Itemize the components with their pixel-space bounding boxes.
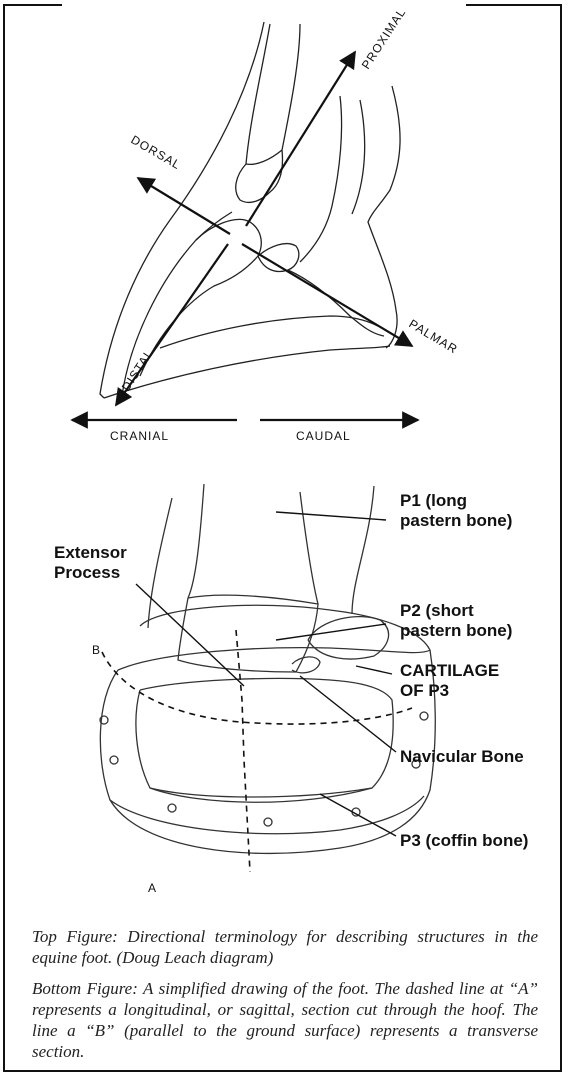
- tendon-back-2: [352, 100, 365, 214]
- hoof-top-rim: [118, 648, 430, 670]
- label-cartilage-line2: OF P3: [400, 681, 449, 700]
- section-lines: [102, 630, 412, 872]
- label-caudal: CAUDAL: [296, 429, 351, 443]
- pastern-joint: [236, 150, 283, 202]
- hoof-wall-outline: [100, 650, 435, 853]
- label-distal: DISTAL: [119, 346, 156, 393]
- proximal-arrow: [246, 52, 355, 226]
- cartilage-p3: [308, 617, 389, 659]
- label-p2-line2: pastern bone): [400, 621, 512, 640]
- label-dorsal: DORSAL: [129, 132, 184, 172]
- p3-bone: [136, 678, 393, 797]
- section-a-line: [236, 630, 250, 872]
- hoof-outline-front: [100, 22, 264, 398]
- label-section-b: B: [92, 643, 101, 657]
- p1-bone: [188, 484, 318, 604]
- coffin-bone: [140, 219, 261, 376]
- dorsal-arrow: [138, 178, 230, 234]
- palmar-arrow: [242, 244, 412, 346]
- label-p2-line1: P2 (short: [400, 601, 474, 620]
- p1-outer-skin: [148, 486, 374, 628]
- direction-axes: [72, 52, 418, 420]
- leg-outline-back: [368, 86, 400, 348]
- label-navicular: Navicular Bone: [400, 747, 524, 766]
- label-section-a: A: [148, 881, 157, 895]
- label-p3: P3 (coffin bone): [400, 831, 528, 850]
- tendon-back: [300, 96, 342, 262]
- p3-lower-rim: [150, 788, 372, 802]
- leader-lines: [136, 512, 396, 836]
- coffin-bone-sole: [160, 316, 378, 348]
- label-p1-line1: P1 (long: [400, 491, 467, 510]
- label-cranial: CRANIAL: [110, 429, 169, 443]
- label-palmar: PALMAR: [406, 317, 460, 357]
- top-figure: [100, 22, 400, 398]
- label-extensor-line1: Extensor: [54, 543, 127, 562]
- bottom-figure: [100, 484, 435, 853]
- caption-bottom: Bottom Figure: A simplified drawing of t…: [32, 978, 538, 1062]
- label-p1-line2: pastern bone): [400, 511, 512, 530]
- label-extensor-line2: Process: [54, 563, 120, 582]
- caption-top: Top Figure: Directional terminology for …: [32, 926, 538, 968]
- label-cartilage-line1: CARTILAGE: [400, 661, 499, 680]
- label-proximal: PROXIMAL: [359, 5, 409, 71]
- long-pastern-outline: [246, 24, 300, 164]
